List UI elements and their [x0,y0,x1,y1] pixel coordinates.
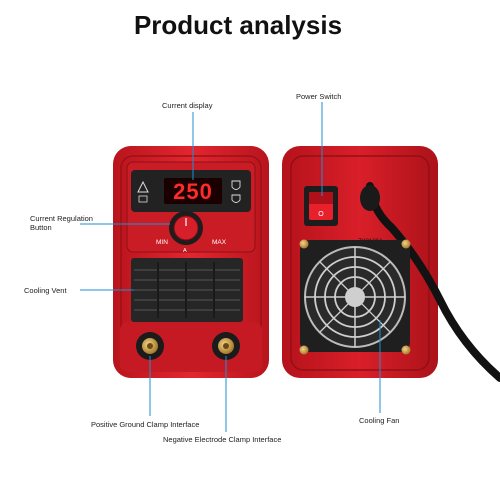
knob-max-label: MAX [212,239,227,246]
front-welder-unit: 250 MIN MAX A [113,146,269,378]
hand-icon [138,195,148,203]
page-title: Product analysis [133,10,343,40]
led-display [164,178,222,204]
vrd-icon [231,194,241,203]
power-switch-symbol: O [318,211,324,218]
shield-icon [231,180,241,190]
cooling-fan [299,239,411,355]
positive-terminal [136,332,164,360]
back-welder-unit: O ZX8180A [282,146,500,382]
warning-icon [137,180,149,193]
knob-min-label: MIN [156,239,168,246]
callout-lines [80,102,381,432]
knob-unit-label: A [183,248,187,254]
label-cooling-vent: Cooling Vent [24,286,67,295]
led-display-value: 250 [173,179,213,204]
label-positive-clamp: Positive Ground Clamp Interface [91,420,200,429]
cable-grommet [360,185,380,211]
power-cable [366,182,500,382]
label-current-regulation: Current Regulation Button [30,214,93,232]
label-current-display: Current display [162,101,213,110]
label-power-switch: Power Switch [296,92,342,101]
label-cooling-fan: Cooling Fan [359,416,400,425]
negative-terminal [212,332,240,360]
label-negative-clamp: Negative Electrode Clamp Interface [163,435,282,444]
